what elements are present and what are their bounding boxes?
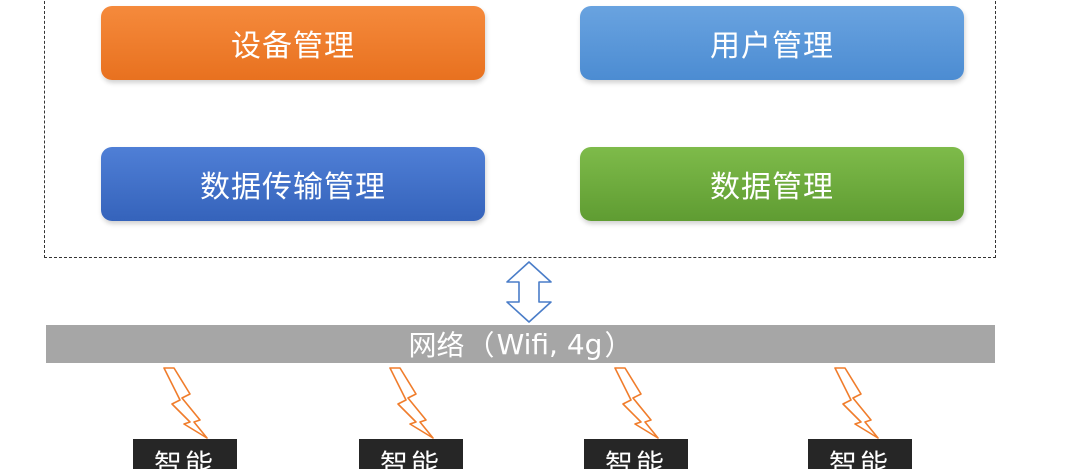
platform-boundary <box>44 0 996 258</box>
module-user-management[interactable]: 用户管理 <box>580 6 964 80</box>
module-user-management-label: 用户管理 <box>710 29 834 64</box>
module-device-management[interactable]: 设备管理 <box>101 6 485 80</box>
network-bar: 网络 （ Wifi, 4g ） <box>46 325 995 363</box>
smart-device-box: 智能 <box>808 439 912 469</box>
wireless-bolt-icon <box>834 367 879 439</box>
module-data-management[interactable]: 数据管理 <box>580 147 964 221</box>
smart-device-box: 智能 <box>584 439 688 469</box>
wireless-bolt-icon <box>614 367 659 439</box>
network-label: 网络 <box>408 329 465 362</box>
module-device-management-label: 设备管理 <box>231 29 355 64</box>
network-detail: Wifi, 4g <box>496 327 603 361</box>
module-data-transmission-management-label: 数据传输管理 <box>200 170 386 205</box>
smart-device-label: 智能 <box>604 448 667 469</box>
smart-device-label: 智能 <box>828 448 891 469</box>
bidirectional-arrow-icon <box>506 261 552 323</box>
smart-device-label: 智能 <box>153 448 216 469</box>
smart-device-box: 智能 <box>133 439 237 469</box>
module-data-transmission-management[interactable]: 数据传输管理 <box>101 147 485 221</box>
wireless-bolt-icon <box>389 367 434 439</box>
network-close-paren: ） <box>604 329 633 362</box>
wireless-bolt-icon <box>163 367 208 439</box>
network-open-paren: （ <box>466 329 495 362</box>
smart-device-box: 智能 <box>359 439 463 469</box>
module-data-management-label: 数据管理 <box>710 170 834 205</box>
smart-device-label: 智能 <box>379 448 442 469</box>
